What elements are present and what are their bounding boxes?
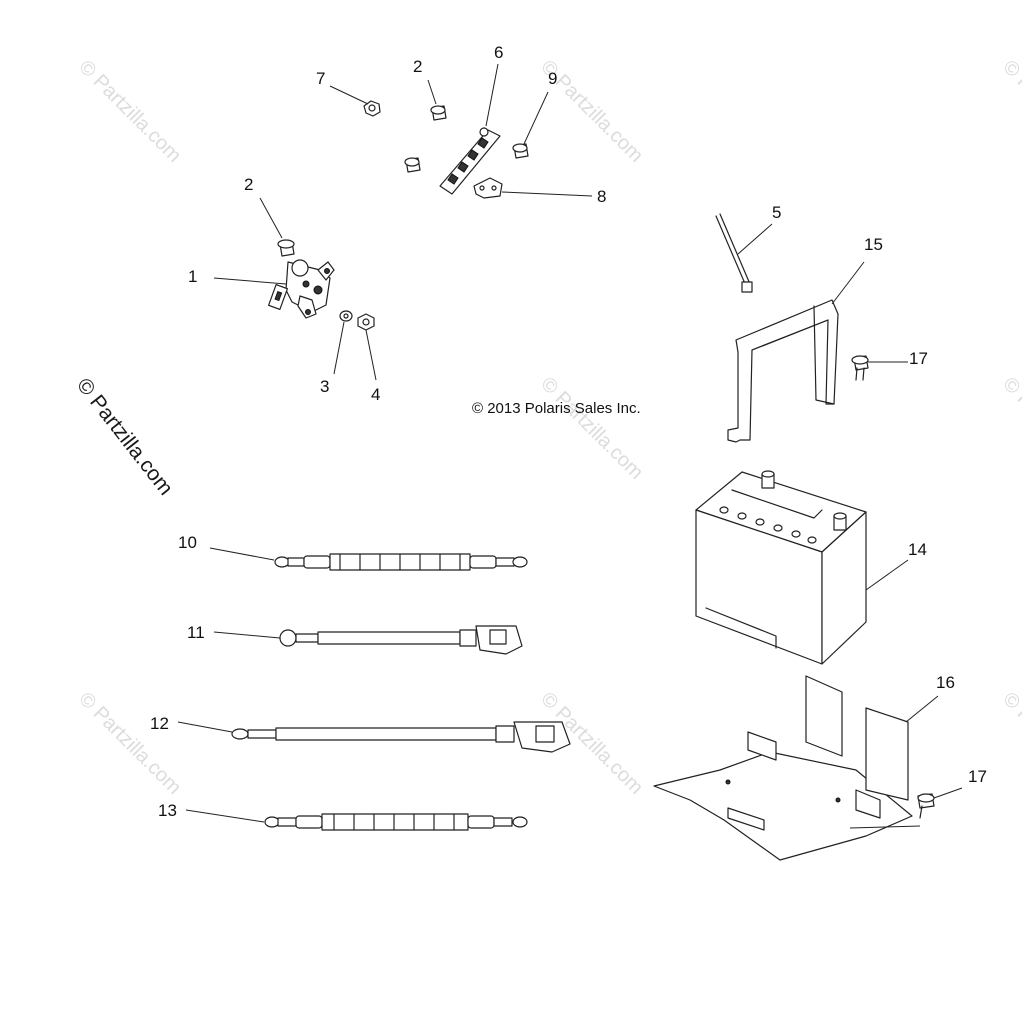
callout-16: 16 [936,673,955,692]
part-15-hold-down-bracket [727,299,839,443]
part-17-bolt-upper [851,355,869,381]
part-10-cable [274,553,528,571]
part-16-battery-tray [653,675,913,861]
part-2-bolt-upper [404,105,447,173]
part-1-relay [267,259,335,319]
callout-17-upper: 17 [909,349,928,368]
callout-8: 8 [597,187,606,206]
watermark-mid-center: © Partzilla.com [536,373,647,484]
part-11-cable [279,625,523,655]
copyright-text: © 2013 Polaris Sales Inc. [472,400,641,417]
leader-lines [177,63,963,829]
part-5-cable-tie [715,213,753,293]
callout-5: 5 [772,203,781,222]
part-4-nut [357,313,375,331]
part-14-battery [695,470,867,665]
callout-13: 13 [158,801,177,820]
callout-labels: 1 2 3 4 7 2 6 9 8 5 15 17 14 16 17 10 11… [150,43,987,820]
watermark-top-left: © Partzilla.com [74,56,185,167]
callout-15: 15 [864,235,883,254]
part-17-bolt-lower [917,793,935,819]
callout-12: 12 [150,714,169,733]
watermark-bottom-left: © Partzilla.com [74,688,185,799]
callout-1: 1 [188,267,197,286]
part-8-clip [473,177,503,199]
part-12-cable [231,721,571,753]
watermarks: © Partzilla.com © Partzilla.com © Partzi… [74,56,1022,799]
callout-6: 6 [494,43,503,62]
part-9-bolt [512,143,529,159]
callout-4: 4 [371,385,380,404]
callout-9: 9 [548,69,557,88]
callout-2-left: 2 [244,175,253,194]
watermark-prominent: © Partzilla.com [72,374,177,500]
callout-11: 11 [187,623,205,642]
part-2-bolt-upper-left [277,239,295,257]
callout-10: 10 [178,533,197,552]
watermark-mid-right: © Partzilla.com [998,373,1022,484]
part-7-nut [363,100,381,117]
part-13-cable [264,813,528,831]
callout-14: 14 [908,540,927,559]
part-3-washer [339,310,353,322]
watermark-bottom-right: © Partzilla.com [998,688,1022,799]
callout-3: 3 [320,377,329,396]
callout-17-lower: 17 [968,767,987,786]
callout-7: 7 [316,69,325,88]
part-6-terminal-block [439,127,501,195]
watermark-top-right: © Partzilla.com [998,56,1022,167]
callout-2-top: 2 [413,57,422,76]
